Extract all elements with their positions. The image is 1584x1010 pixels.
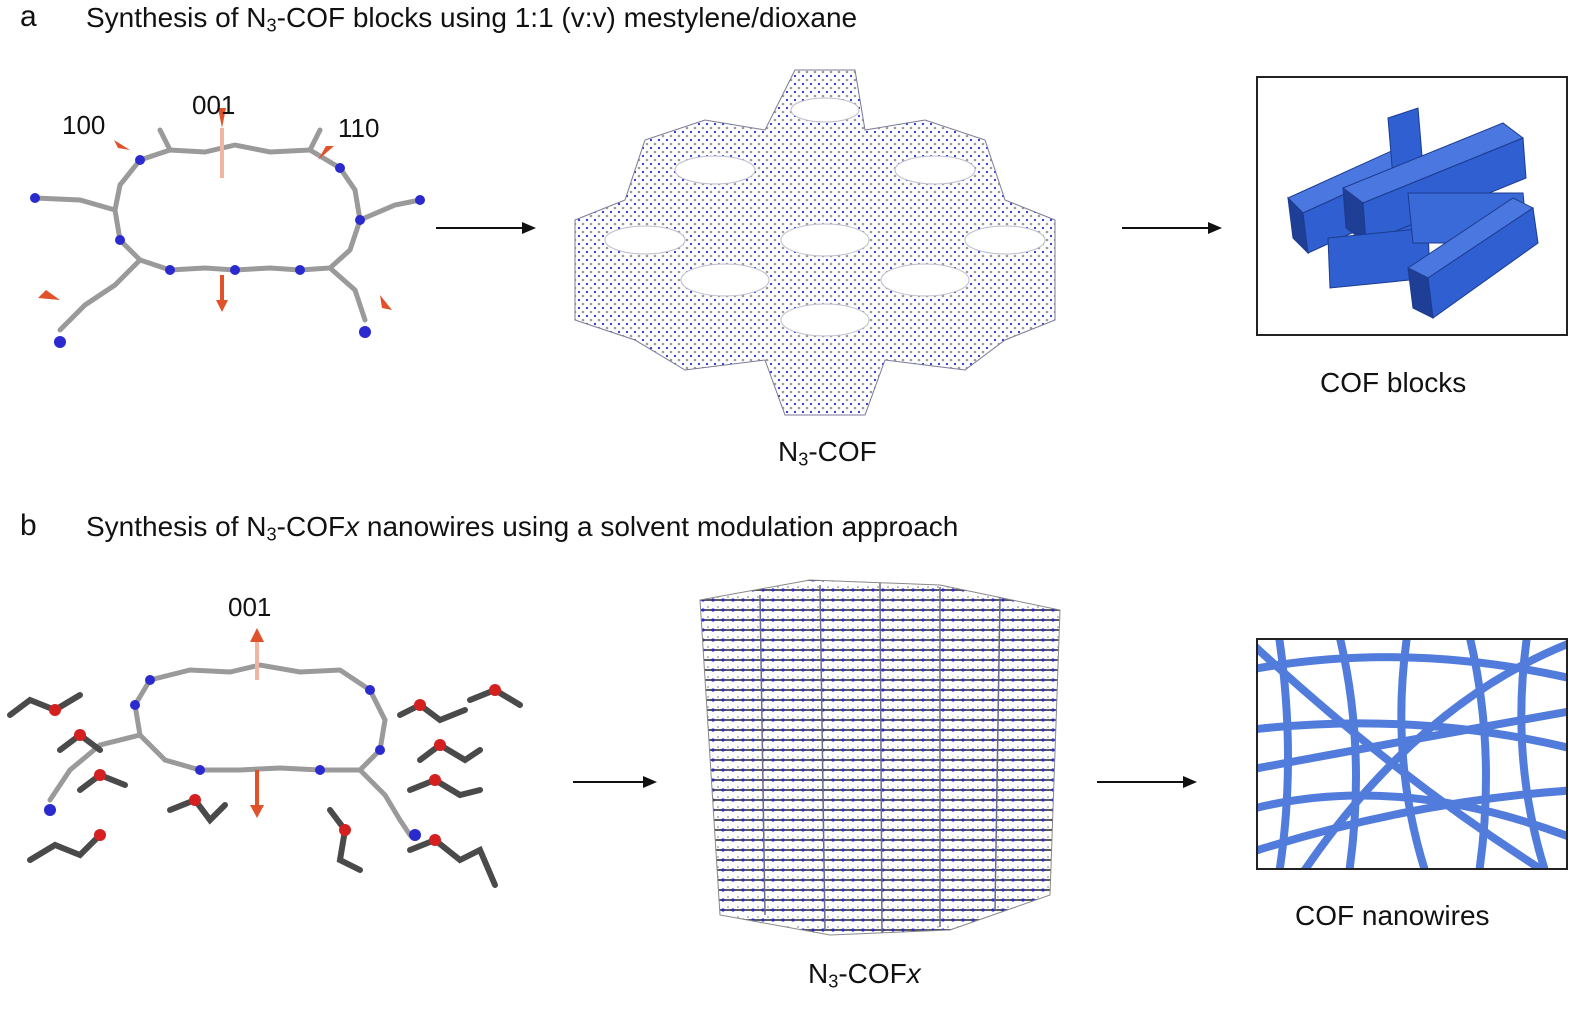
dir-label-100: 100 <box>62 110 106 140</box>
panel-a-letter: a <box>20 0 37 33</box>
molecule-b <box>7 628 523 888</box>
product-a-label: COF blocks <box>1320 367 1467 398</box>
panel-b-letter: b <box>20 509 37 542</box>
reaction-arrow-b1 <box>573 776 657 788</box>
reaction-arrow-a2 <box>1122 222 1222 234</box>
panel-a-title: Synthesis of N3-COF blocks using 1:1 (v:… <box>86 2 858 36</box>
cof-blocks-image <box>1256 76 1568 336</box>
molecule-a <box>30 108 425 348</box>
framework-b-label: N3-COFx <box>808 958 921 992</box>
cof-framework-b <box>699 579 1061 936</box>
cof-framework-a <box>574 69 1056 416</box>
panel-b-title: Synthesis of N3-COFx nanowires using a s… <box>86 511 959 545</box>
dir-label-110: 110 <box>338 113 380 143</box>
product-b-label: COF nanowires <box>1295 900 1490 931</box>
cof-nanowires-image <box>1256 638 1568 870</box>
reaction-arrow-b2 <box>1097 776 1197 788</box>
dir-label-b-001: 001 <box>228 592 272 622</box>
reaction-arrow-a1 <box>436 222 536 234</box>
framework-a-label: N3-COF <box>778 436 877 470</box>
dir-label-001: 001 <box>192 90 236 120</box>
